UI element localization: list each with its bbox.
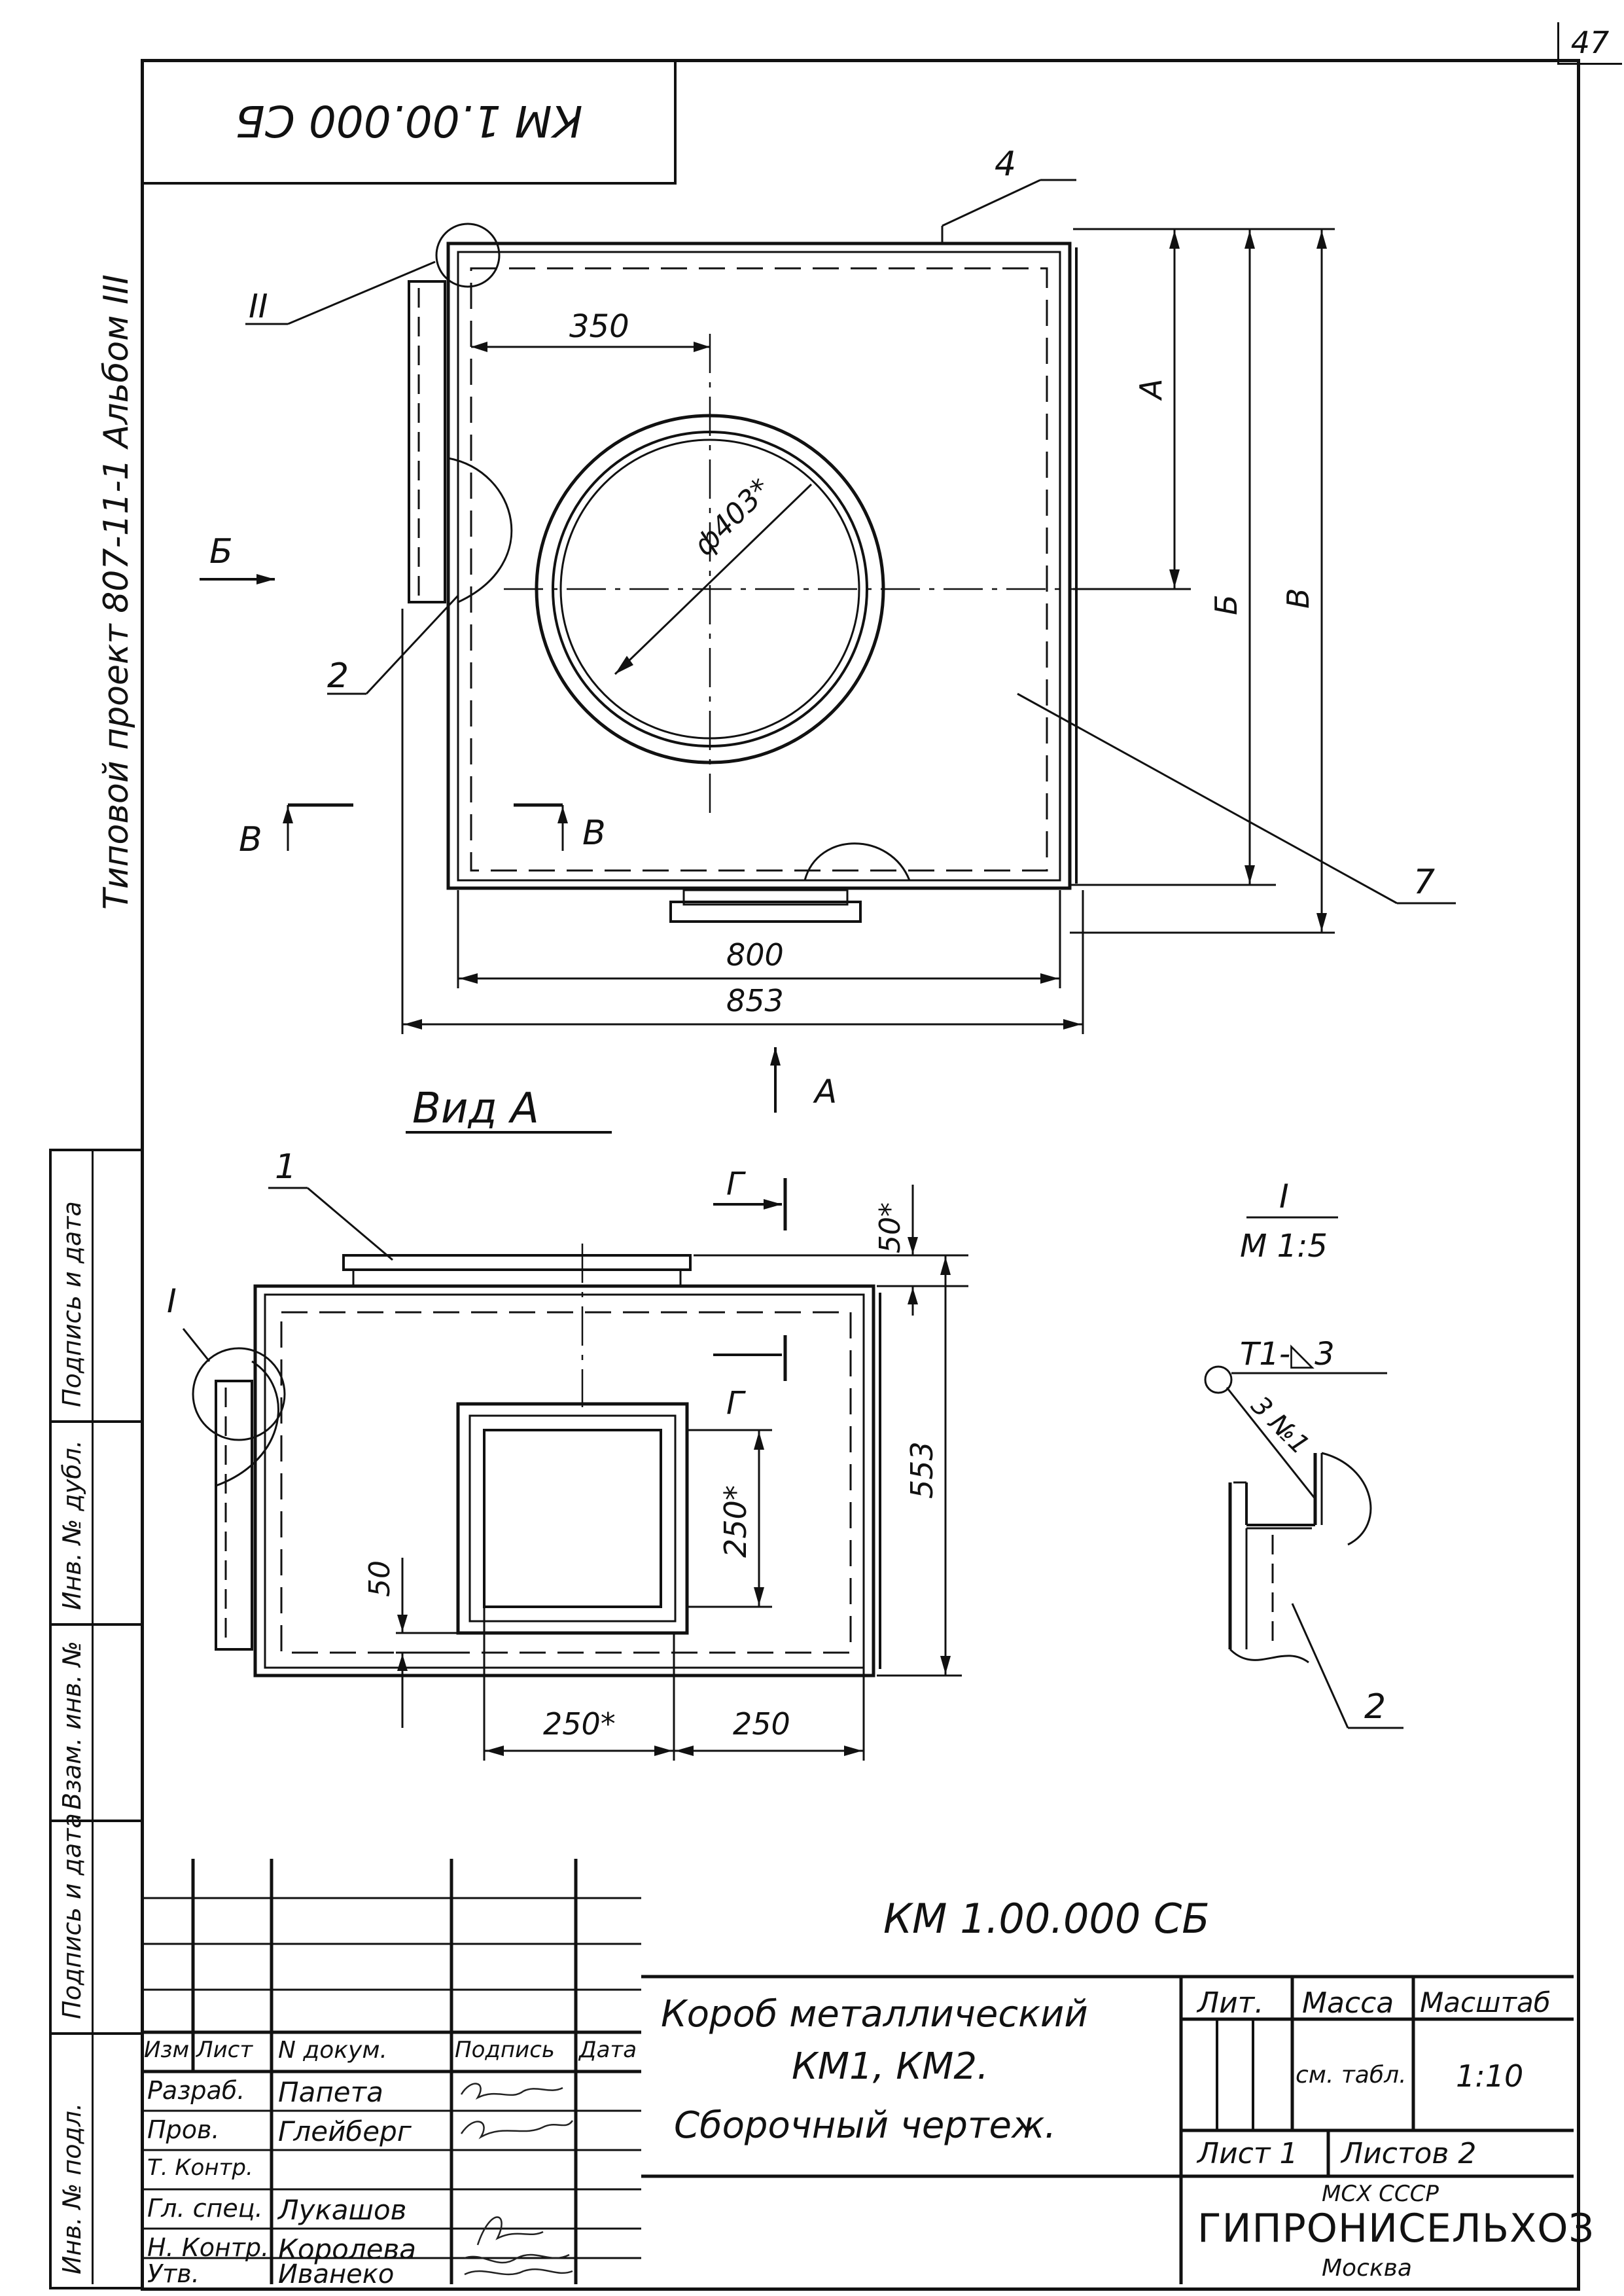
left-strip [49,1149,143,2289]
tb-role-1: Разраб. [147,2076,245,2105]
tb-title-line2: КМ1, КМ2. [792,2045,989,2088]
dim-250-star: 250* [543,1706,616,1742]
tb-massa-label: Масса [1302,1986,1394,2020]
tb-title-line1: Короб металлический [661,1993,1088,2036]
dim-50-left: 50 [363,1560,397,1597]
left-strip-divider-3 [49,1820,141,1822]
plan-bottom-flange [669,901,862,923]
stamp-box [141,59,677,185]
left-strip-divider-4 [49,2032,141,2035]
plan-left-flange [408,280,446,603]
plan-inner-box [457,251,1061,882]
tb-header-ndoc: N докум. [278,2037,387,2064]
weld-note: Т1-◺3 [1240,1336,1335,1372]
ref-7: 7 [1413,863,1435,902]
weld-note-2: 3 №1 [1245,1391,1315,1461]
left-strip-divider-1 [49,1420,141,1423]
dim-350: 350 [569,308,629,345]
tb-org-line3: Москва [1322,2255,1412,2282]
ref-2b: 2 [1364,1687,1386,1727]
viewA-port-outer [456,1402,689,1635]
tb-masshtab-label: Масштаб [1420,1986,1551,2018]
tb-doc-code: КМ 1.00.000 СБ [883,1895,1210,1943]
section-G-bottom: Г [726,1385,746,1422]
tb-name-2: Глейберг [278,2115,412,2147]
tb-org-line1: МСХ СССР [1322,2181,1439,2207]
dim-800: 800 [726,937,784,973]
plan-hidden-box [470,267,1048,872]
viewA-top-flange [342,1254,692,1271]
tb-name-1: Папета [278,2076,383,2108]
tb-role-3: Т. Контр. [147,2155,253,2181]
tb-header-list: Лист [196,2037,253,2063]
detail-I-view-label: I [1279,1177,1289,1215]
dim-V: В [1280,588,1316,609]
dim-50-top: 50* [874,1202,907,1253]
tb-role-6: Утв. [147,2259,200,2288]
section-B-left: Б [209,532,233,571]
dim-250-vert: 250* [718,1485,753,1558]
viewA-outer-box [253,1284,875,1677]
signatures [460,2083,574,2276]
detail-I-marker [192,1347,286,1441]
tb-org-line2: ГИПРОНИСЕЛЬХОЗ [1197,2206,1595,2251]
sheet-number-box [1557,22,1622,65]
left-strip-inner-line [92,1149,94,2284]
section-V-right: В [582,814,606,853]
view-A-title: Вид А [412,1085,539,1133]
tb-massa-value: см. табл. [1296,2062,1407,2089]
technical-drawing: 4 II 350 ф403* А Б В Б 2 В В 7 800 853 А… [167,145,1456,1761]
tb-role-2: Пров. [147,2115,220,2144]
tb-role-4: Гл. спец. [147,2194,263,2223]
section-G-top: Г [726,1166,746,1202]
dim-A: А [1133,379,1169,401]
tb-list-label: Лист 1 [1197,2137,1298,2170]
tb-header-podpis: Подпись [455,2037,555,2063]
dim-phi: ф403* [688,472,778,562]
title-block-lines [141,1859,1574,2284]
plan-outer-box [446,242,1072,890]
section-V-left: В [239,820,262,859]
ref-4: 4 [995,145,1016,184]
ref-2: 2 [327,656,349,696]
dim-553: 553 [904,1441,940,1499]
sheet-number: 47 [1570,25,1610,60]
left-strip-divider-2 [49,1623,141,1626]
tb-role-5: Н. Контр. [147,2233,270,2262]
view-arrow-A: А [813,1073,837,1111]
tb-lit-label: Лит. [1197,1986,1264,2020]
detail-I-label: I [167,1282,177,1320]
drawing-frame [141,59,1580,2291]
tb-masshtab-value: 1:10 [1456,2058,1524,2094]
tb-name-6: Иванеко [278,2259,395,2289]
detail-scale: M 1:5 [1240,1228,1328,1265]
dim-853: 853 [726,983,784,1018]
tb-name-5: Королева [278,2233,417,2265]
tb-title-line3: Сборочный чертеж. [674,2104,1057,2147]
tb-name-4: Лукашов [278,2194,407,2226]
tb-header-data: Дата [579,2037,637,2063]
detail-II-marker [435,223,501,288]
viewA-left-flange [215,1380,253,1651]
tb-header-izm: Изм [144,2037,190,2063]
dim-B: Б [1209,594,1244,615]
detail-II-label: II [249,287,268,325]
tb-listov-label: Листов 2 [1341,2137,1477,2170]
ref-1: 1 [275,1147,296,1187]
dim-250: 250 [733,1706,790,1742]
